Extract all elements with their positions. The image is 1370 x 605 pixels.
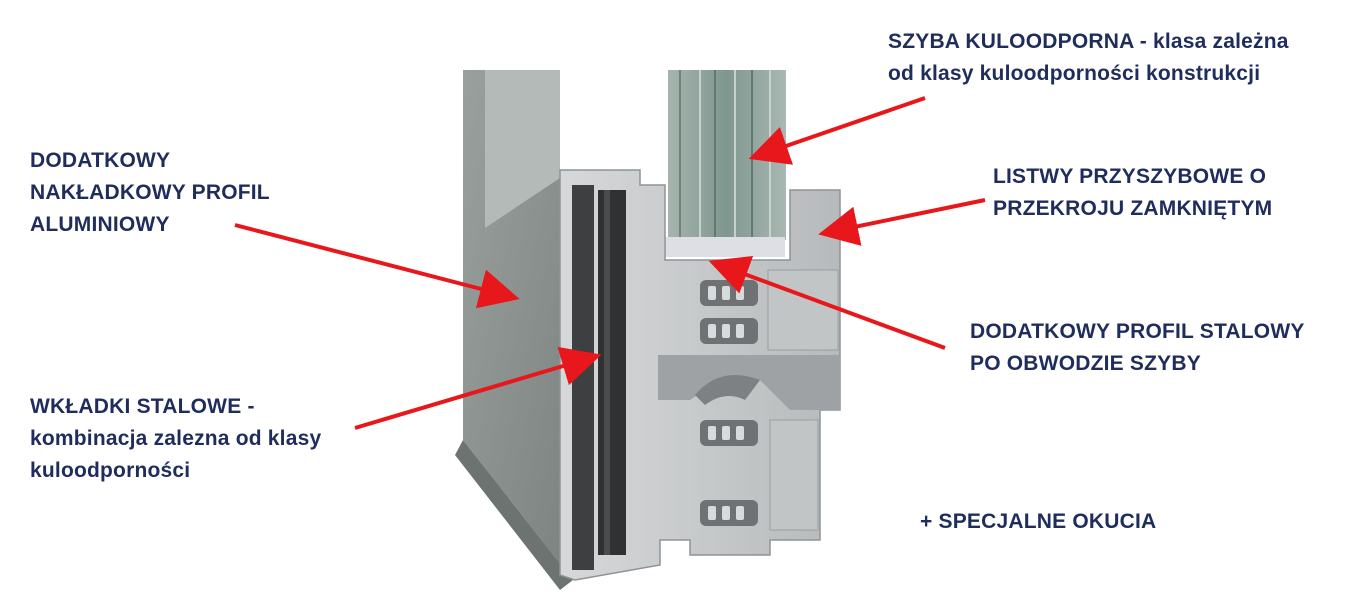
label-beads-line2: PRZEKROJU ZAMKNIĘTYM: [993, 197, 1273, 220]
steel-inserts: [572, 185, 626, 570]
label-steel-profile-line2: PO OBWODZIE SZYBY: [970, 352, 1201, 375]
label-beads-line1: LISTWY PRZYSZYBOWE O: [993, 165, 1267, 188]
label-overlay-line1: DODATKOWY: [30, 149, 171, 172]
arrow-steel-inserts: [354, 346, 602, 430]
bulletproof-glass: [665, 70, 786, 257]
label-steel-profile-line1: DODATKOWY PROFIL STALOWY: [970, 320, 1305, 343]
label-inserts-line2: kombinacja zalezna od klasy: [30, 427, 322, 450]
label-special-hardware: + SPECJALNE OKUCIA: [920, 510, 1157, 533]
label-glass-line1-bold: SZYBA KULOODPORNA -: [888, 30, 1147, 53]
arrow-overlay-profile: [234, 223, 520, 309]
label-glass-line2: od klasy kuloodporności konstrukcji: [888, 62, 1261, 85]
label-glass-line1-rest: klasa zależna: [1146, 30, 1289, 53]
arrow-steel-profile: [708, 255, 946, 350]
label-overlay-line2: NAKŁADKOWY PROFIL: [30, 181, 270, 204]
label-inserts-line3: kuloodporności: [30, 459, 191, 482]
label-overlay-profile: DODATKOWY NAKŁADKOWY PROFIL ALUMINIOWY: [30, 145, 270, 241]
overlay-aluminium-profile: [455, 70, 573, 590]
label-steel-inserts: WKŁADKI STALOWE - kombinacja zalezna od …: [30, 391, 321, 487]
label-steel-profile: DODATKOWY PROFIL STALOWY PO OBWODZIE SZY…: [970, 316, 1305, 380]
arrow-glazing-beads: [818, 198, 986, 246]
label-glazing-beads: LISTWY PRZYSZYBOWE O PRZEKROJU ZAMKNIĘTY…: [993, 161, 1272, 225]
label-overlay-line3: ALUMINIOWY: [30, 213, 170, 236]
callout-arrows: [234, 96, 986, 430]
arrow-glass: [748, 96, 926, 165]
label-bulletproof-glass: SZYBA KULOODPORNA - klasa zależna od kla…: [888, 26, 1289, 90]
label-inserts-line1: WKŁADKI STALOWE -: [30, 395, 255, 418]
